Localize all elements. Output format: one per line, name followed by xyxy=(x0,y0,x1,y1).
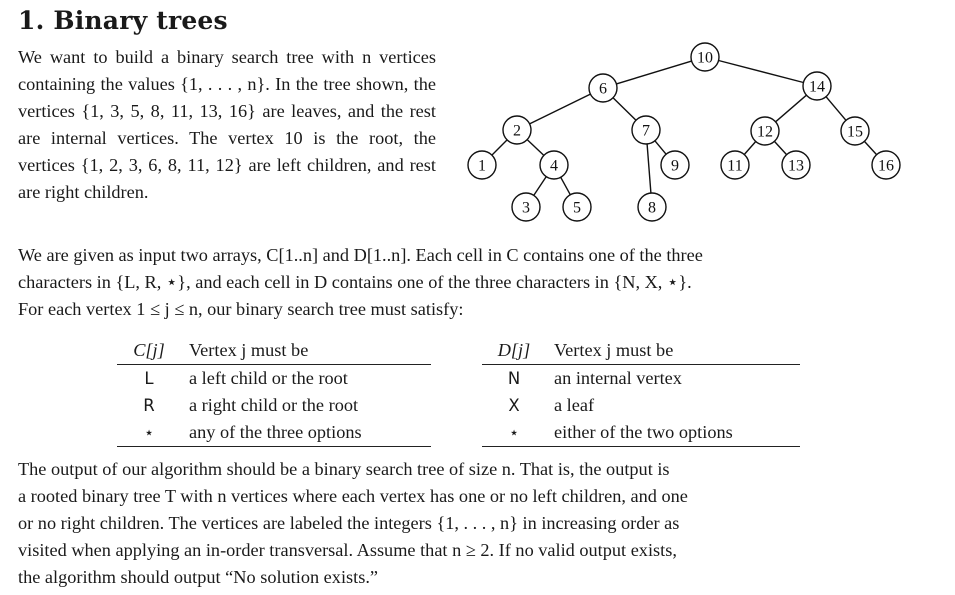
tree-node-label: 7 xyxy=(642,123,650,140)
tree-node-circle xyxy=(750,116,780,146)
tree-node: 15 xyxy=(840,116,870,146)
tree-node-circle xyxy=(637,192,667,222)
tree-edge xyxy=(775,94,807,123)
tree-node: 16 xyxy=(871,150,901,180)
tree-edge xyxy=(825,96,847,121)
tree-edge xyxy=(560,176,571,196)
tree-node-label: 8 xyxy=(648,200,656,217)
tree-edge xyxy=(526,139,545,156)
tree-edge xyxy=(529,93,591,125)
text-line: or no right children. The vertices are l… xyxy=(18,513,680,533)
table-cell: ⋆ xyxy=(482,419,546,447)
tree-edge xyxy=(718,59,804,84)
tree-node-label: 5 xyxy=(573,200,581,217)
d-constraints-table: D[j] Vertex j must be N an internal vert… xyxy=(482,337,800,447)
tree-node-label: 9 xyxy=(671,158,679,175)
tree-node-label: 13 xyxy=(788,158,804,175)
text-line: visited when applying an in-order transv… xyxy=(18,540,677,560)
tree-node: 12 xyxy=(750,116,780,146)
text-line: We are given as input two arrays, C[1..n… xyxy=(18,245,703,265)
tree-node-circle xyxy=(720,150,750,180)
table-cell: L xyxy=(144,369,154,388)
tree-node-circle xyxy=(690,42,720,72)
tree-edge xyxy=(533,176,547,196)
tree-node-label: 16 xyxy=(878,158,894,175)
tree-node: 2 xyxy=(502,115,532,145)
tree-node-circle xyxy=(631,115,661,145)
tree-node-circle xyxy=(502,115,532,145)
tree-edge xyxy=(612,97,637,121)
table-cell: R xyxy=(143,396,155,415)
text-line: the algorithm should output “No solution… xyxy=(18,567,379,587)
tree-edge xyxy=(773,140,788,156)
tree-edge xyxy=(743,141,757,155)
tree-node-label: 6 xyxy=(599,81,607,98)
table-cell: any of the three options xyxy=(181,419,431,447)
tree-node-label: 12 xyxy=(757,124,773,141)
tree-node: 4 xyxy=(539,150,569,180)
tree-node-label: 3 xyxy=(522,200,530,217)
tree-node: 5 xyxy=(562,192,592,222)
output-description: The output of our algorithm should be a … xyxy=(18,456,904,591)
table-header-cell: Vertex j must be xyxy=(546,337,800,365)
tree-node-circle xyxy=(840,116,870,146)
table-cell: X xyxy=(508,396,520,415)
tree-node-circle xyxy=(511,192,541,222)
tree-edge xyxy=(646,143,652,194)
table-header-cell: Vertex j must be xyxy=(181,337,431,365)
table-cell: a right child or the root xyxy=(189,395,359,415)
tree-node-label: 2 xyxy=(513,123,521,140)
input-description: We are given as input two arrays, C[1..n… xyxy=(18,242,904,323)
text-line: characters in {L, R, ⋆}, and each cell i… xyxy=(18,272,692,292)
section-title: 1. Binary trees xyxy=(18,6,228,35)
table-header-cell: D[j] xyxy=(482,337,546,365)
tree-node-label: 15 xyxy=(847,124,863,141)
tree-node: 14 xyxy=(802,71,832,101)
tree-node-label: 10 xyxy=(697,50,713,67)
tree-node-circle xyxy=(802,71,832,101)
tree-node-label: 11 xyxy=(727,158,742,175)
tree-node-circle xyxy=(871,150,901,180)
table-cell: N xyxy=(507,369,521,388)
tree-node-label: 4 xyxy=(550,158,558,175)
table-cell: either of the two options xyxy=(546,419,800,447)
tree-node-label: 1 xyxy=(478,158,486,175)
tree-node: 1 xyxy=(467,150,497,180)
tree-edge xyxy=(863,140,878,156)
tree-node-label: 14 xyxy=(809,79,825,96)
tree-edge xyxy=(654,140,667,155)
tree-node-circle xyxy=(562,192,592,222)
tree-node: 11 xyxy=(720,150,750,180)
text-line: The output of our algorithm should be a … xyxy=(18,459,670,479)
text-line: For each vertex 1 ≤ j ≤ n, our binary se… xyxy=(18,299,464,319)
tree-node-circle xyxy=(660,150,690,180)
tree-node-circle xyxy=(781,150,811,180)
c-constraints-table: C[j] Vertex j must be L a left child or … xyxy=(117,337,431,447)
table-cell: a left child or the root xyxy=(189,368,348,388)
tree-node-circle xyxy=(588,73,618,103)
tree-edge xyxy=(491,139,508,156)
tree-node: 3 xyxy=(511,192,541,222)
table-cell: an internal vertex xyxy=(554,368,682,388)
tree-node-circle xyxy=(467,150,497,180)
tree-node: 7 xyxy=(631,115,661,145)
text-line: a rooted binary tree T with n vertices w… xyxy=(18,486,688,506)
tree-node: 9 xyxy=(660,150,690,180)
tree-node-circle xyxy=(539,150,569,180)
tree-node: 10 xyxy=(690,42,720,72)
table-cell: a leaf xyxy=(554,395,595,415)
tree-node: 13 xyxy=(781,150,811,180)
tree-edge xyxy=(616,60,692,85)
tree-node: 8 xyxy=(637,192,667,222)
intro-paragraph: We want to build a binary search tree wi… xyxy=(18,47,436,202)
table-header-cell: C[j] xyxy=(117,337,181,365)
table-cell: ⋆ xyxy=(117,419,181,447)
tree-node: 6 xyxy=(588,73,618,103)
